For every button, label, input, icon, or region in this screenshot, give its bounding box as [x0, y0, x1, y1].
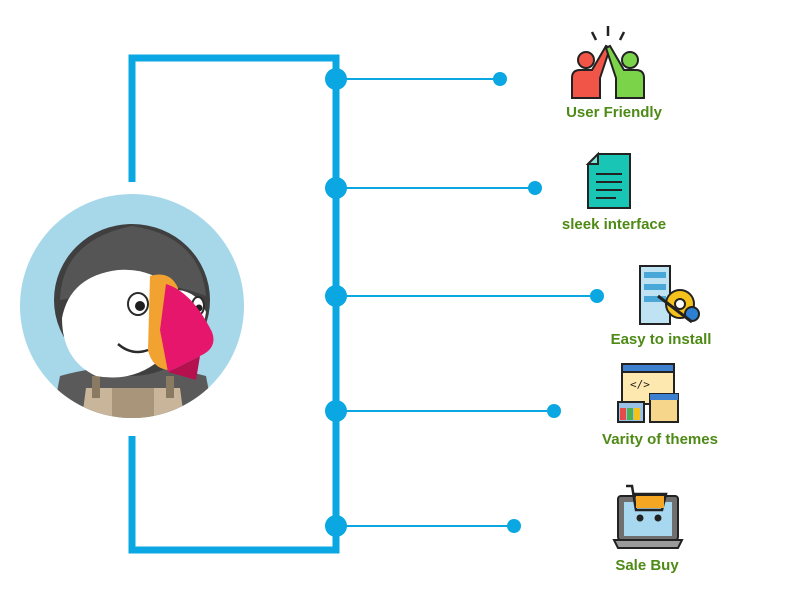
connector-end-dot-5: [507, 519, 521, 533]
feature-label-sale-buy: Sale Buy: [615, 557, 679, 574]
high-five-icon: [571, 26, 645, 99]
connector-node-2: [325, 177, 347, 199]
feature-label-easy-to-install: Easy to install: [610, 331, 712, 348]
connector-end-dot-1: [493, 72, 507, 86]
puffin-mascot-icon: [20, 194, 244, 418]
install-gear-icon: [639, 265, 700, 325]
connector-node-1: [325, 68, 347, 90]
shopping-cart-laptop-icon: [612, 484, 684, 549]
connector-group: [325, 68, 604, 537]
connector-end-dot-2: [528, 181, 542, 195]
connector-node-4: [325, 400, 347, 422]
document-icon: [585, 151, 631, 209]
themes-palette-icon: </>: [617, 363, 679, 423]
feature-label-user-friendly: User Friendly: [566, 104, 662, 121]
connector-end-dot-3: [590, 289, 604, 303]
feature-label-sleek-interface: sleek interface: [561, 216, 667, 233]
connector-node-3: [325, 285, 347, 307]
svg-text:</>: </>: [630, 378, 650, 391]
feature-label-variety-of-themes: Varity of themes: [602, 431, 718, 448]
connector-end-dot-4: [547, 404, 561, 418]
connector-node-5: [325, 515, 347, 537]
